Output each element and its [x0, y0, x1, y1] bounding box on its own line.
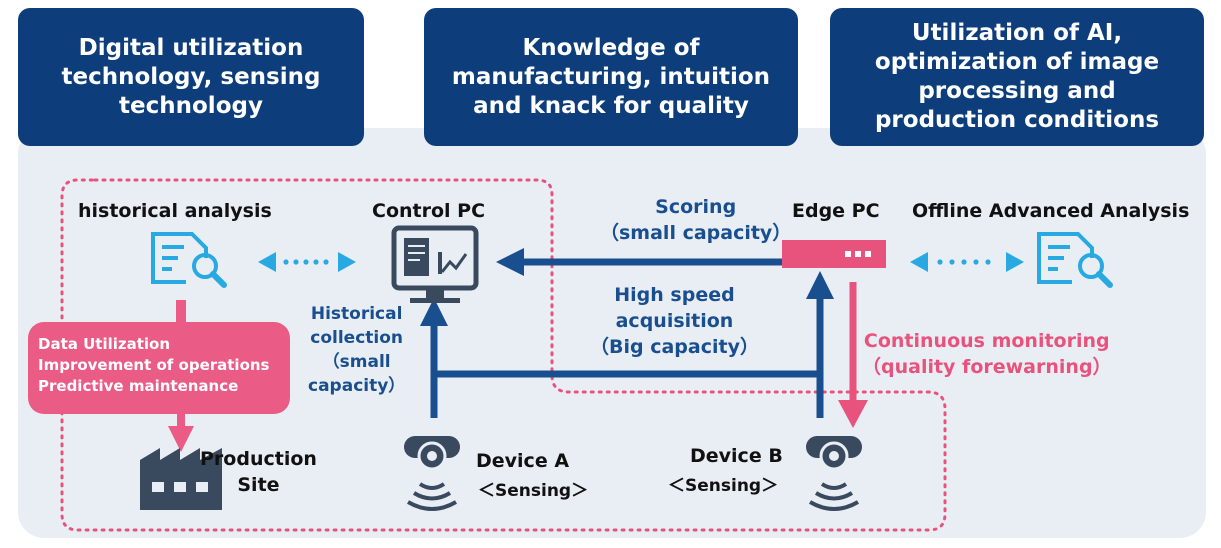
- data-utilization-callout: Data Utilization Improvement of operatio…: [28, 322, 290, 414]
- header-ai-utilization: Utilization of AI, optimization of image…: [830, 8, 1204, 146]
- monitoring-boundary: [60, 178, 947, 532]
- callout-arrowhead: [168, 426, 194, 452]
- factory-icon: [140, 448, 222, 510]
- device-a-sensing-label: ＜Sensing＞: [478, 481, 589, 501]
- header-digital-utilization: Digital utilization technology, sensing …: [18, 8, 364, 146]
- edge-pc-label: Edge PC: [792, 200, 880, 222]
- header-manufacturing-knowledge: Knowledge of manufacturing, intuition an…: [424, 8, 798, 146]
- document-search-icon: [151, 232, 227, 288]
- device-b-label: Device B: [690, 445, 783, 467]
- history-link-arrow: [258, 252, 356, 272]
- historical-analysis-label: historical analysis: [78, 200, 272, 222]
- sensor-icon-device-b: [806, 436, 862, 511]
- monitor-icon: [391, 225, 479, 303]
- scoring-label: Scoring （small capacity）: [600, 196, 792, 244]
- device-a-label: Device A: [476, 450, 570, 472]
- control-pc-label: Control PC: [372, 200, 486, 222]
- offline-link-arrow: [910, 252, 1024, 272]
- offline-analysis-label: Offline Advanced Analysis: [912, 200, 1190, 222]
- production-site-label: Production Site: [200, 448, 317, 496]
- offline-document-search-icon: [1037, 232, 1113, 288]
- edge-pc-icon: [782, 240, 886, 268]
- continuous-monitoring-label: Continuous monitoring （quality forewarni…: [862, 330, 1112, 378]
- monitoring-arrowhead: [838, 400, 868, 428]
- sensor-icon-device-a: [404, 436, 460, 511]
- device-b-sensing-label: ＜Sensing＞: [668, 476, 779, 496]
- high-speed-acquisition-label: High speed acquisition （Big capacity）: [590, 284, 759, 358]
- historical-collection-label: Historical collection （small capacity）: [308, 304, 406, 396]
